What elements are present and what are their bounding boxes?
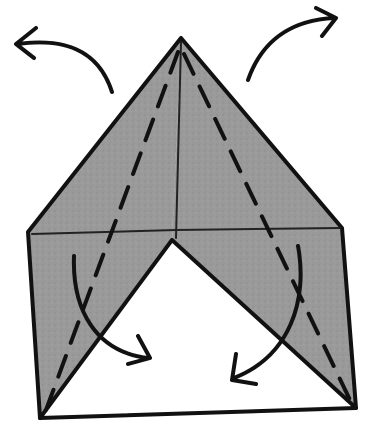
- curved-arrow-upper-right: [248, 8, 336, 80]
- bottom-edge: [40, 408, 356, 418]
- left-paper-flap: [28, 38, 181, 418]
- curved-arrow-upper-left: [16, 28, 112, 92]
